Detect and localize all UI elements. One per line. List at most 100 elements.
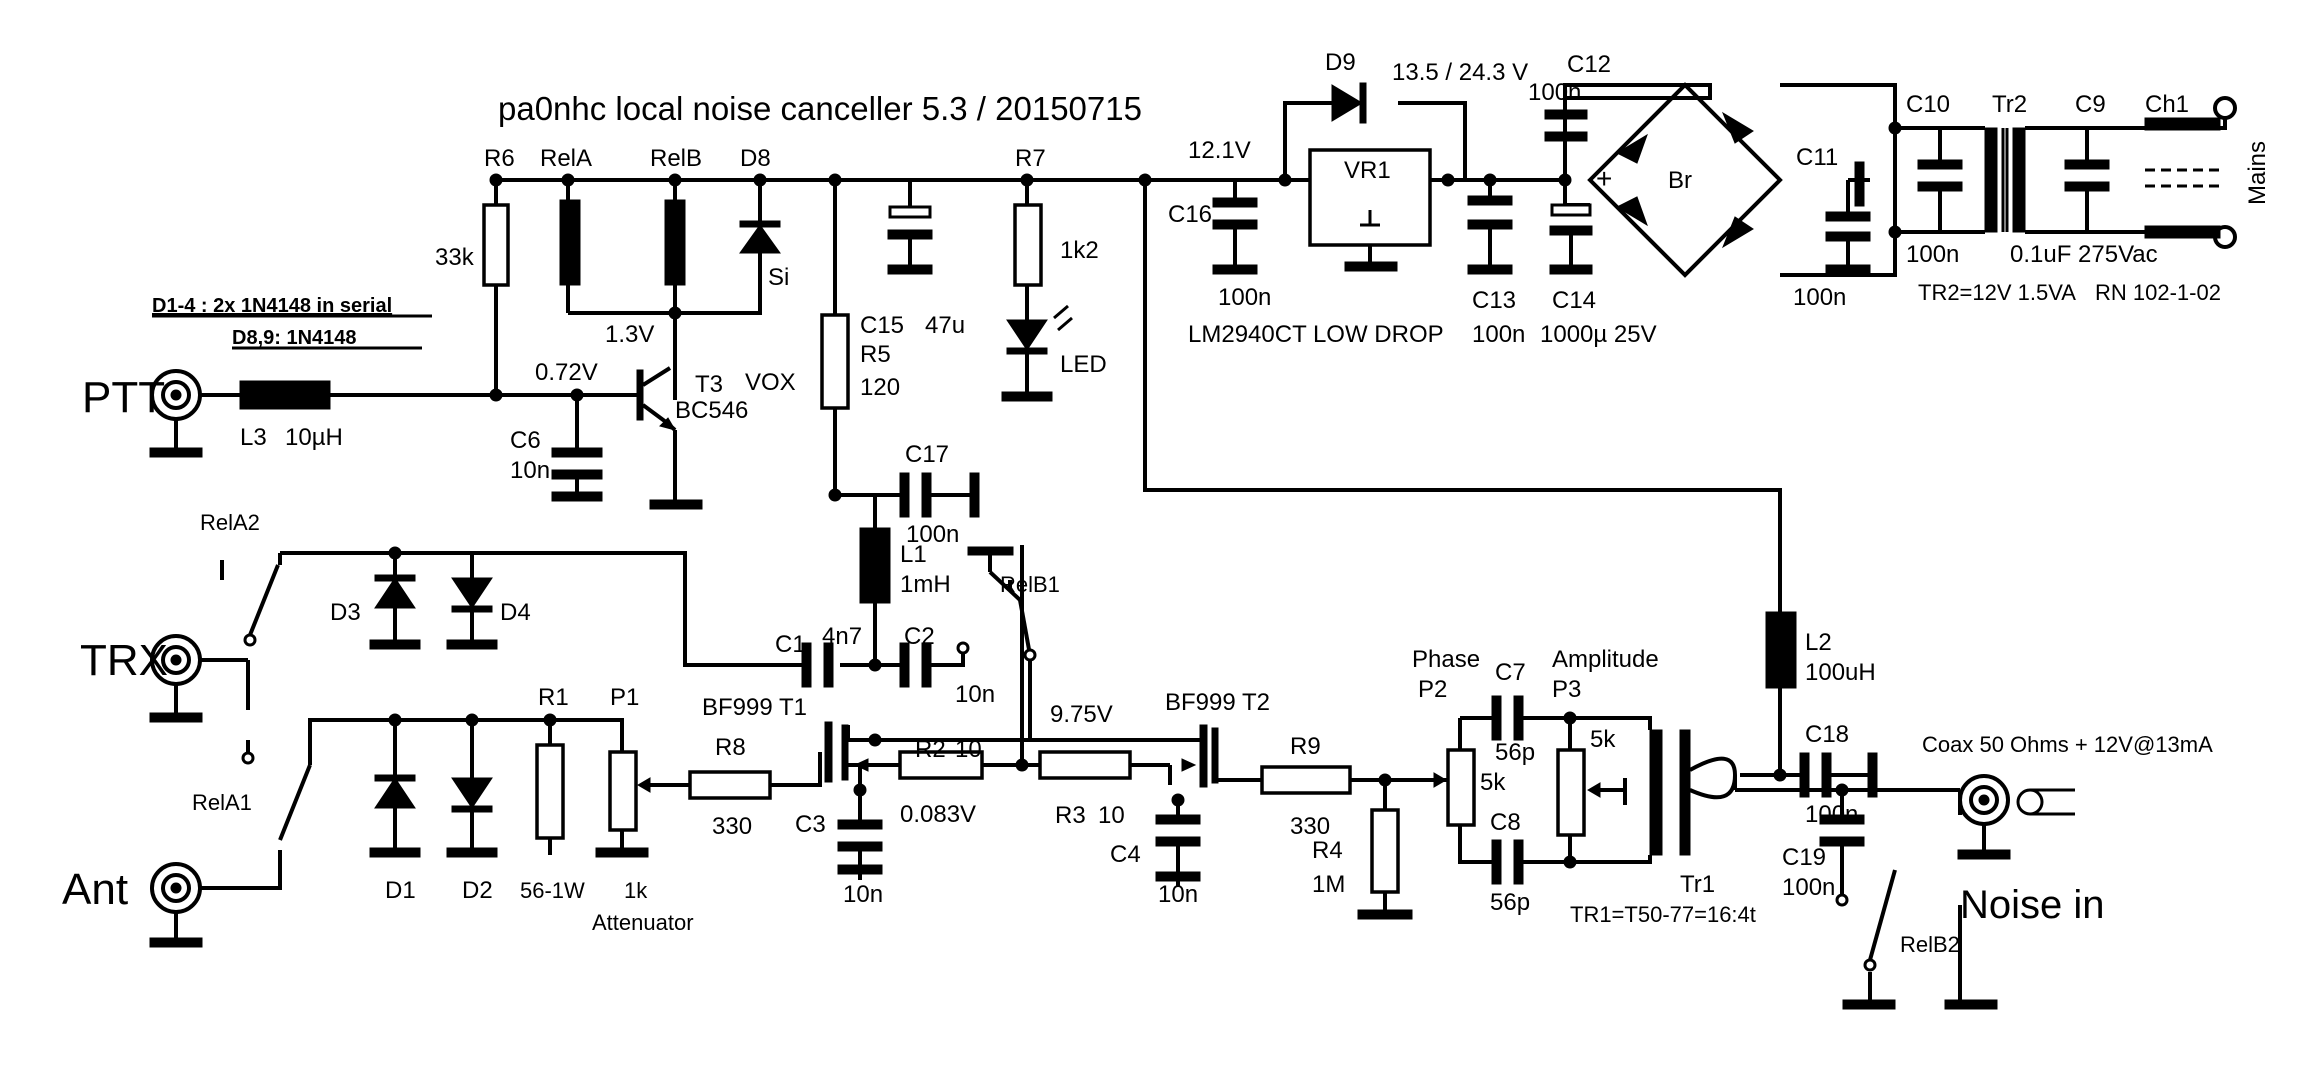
svg-text:C18: C18 xyxy=(1805,721,1849,748)
svg-text:100n: 100n xyxy=(906,521,959,548)
svg-text:TR1=T50-77=16:4t: TR1=T50-77=16:4t xyxy=(1570,902,1756,927)
resistor-r8: R8 330 xyxy=(688,734,772,840)
svg-text:C9: C9 xyxy=(2075,91,2106,118)
svg-text:R7: R7 xyxy=(1015,145,1046,172)
connector-noise-in[interactable]: Noise in xyxy=(1957,774,2105,927)
svg-text:RN 102-1-02: RN 102-1-02 xyxy=(2095,280,2221,305)
svg-text:56-1W: 56-1W xyxy=(520,878,585,903)
diode-d3: D3 xyxy=(330,574,421,650)
svg-text:LM2940CT LOW DROP: LM2940CT LOW DROP xyxy=(1188,321,1444,348)
svg-text:D9: D9 xyxy=(1325,49,1356,76)
potentiometer-p1[interactable]: P1 1k Attenuator xyxy=(592,684,694,935)
svg-text:12.1V: 12.1V xyxy=(1188,137,1251,164)
svg-text:D8: D8 xyxy=(740,145,771,172)
svg-text:RelA2: RelA2 xyxy=(200,510,260,535)
svg-text:TR2=12V 1.5VA: TR2=12V 1.5VA xyxy=(1918,280,2076,305)
choke-ch1: Ch1 RN 102-1-02 xyxy=(2095,91,2225,305)
svg-text:5k: 5k xyxy=(1480,769,1506,796)
svg-text:R4: R4 xyxy=(1312,837,1343,864)
relay-contact-relb1: RelB1 xyxy=(967,546,1060,662)
svg-text:C2: C2 xyxy=(904,623,935,650)
diode-d9: D9 13.5 / 24.3 V xyxy=(1325,49,1528,124)
capacitor-c12: C12 100n xyxy=(1528,51,1611,180)
diode-d4: D4 xyxy=(446,577,531,650)
resistor-r1: R1 56-1W xyxy=(520,684,585,903)
bridge-rectifier: Br + xyxy=(1587,82,1783,278)
svg-text:R2: R2 xyxy=(915,736,946,763)
svg-text:C3: C3 xyxy=(795,811,826,838)
voltage-regulator-vr1: VR1 LM2940CT LOW DROP xyxy=(1188,148,1444,348)
capacitor-c8: C8 56p xyxy=(1490,809,1535,916)
capacitor-c15: C15 47u xyxy=(860,205,965,339)
resistor-r3: R3 10 xyxy=(1038,750,1132,829)
capacitor-c1: C1 4n7 xyxy=(775,623,862,688)
svg-text:C16: C16 xyxy=(1168,201,1212,228)
svg-text:+: + xyxy=(1596,163,1612,194)
svg-text:4n7: 4n7 xyxy=(822,623,862,650)
transistor-t3: T3 BC546 VOX xyxy=(636,366,796,431)
relay-contact-rela1: RelA1 xyxy=(192,751,312,841)
svg-text:13.5 / 24.3 V: 13.5 / 24.3 V xyxy=(1392,59,1528,86)
svg-text:RelB2: RelB2 xyxy=(1900,932,1960,957)
connector-noise-in-label: Noise in xyxy=(1960,883,2105,927)
ground-symbols xyxy=(649,499,1998,1010)
potentiometer-p3[interactable]: Amplitude P3 5k xyxy=(1552,646,1659,837)
capacitor-c16: C16 100n xyxy=(1168,197,1271,311)
svg-text:100n: 100n xyxy=(1906,241,1959,268)
diodes-note-2: D8,9: 1N4148 xyxy=(232,327,357,349)
svg-text:1k2: 1k2 xyxy=(1060,237,1099,264)
svg-text:BF999 T1: BF999 T1 xyxy=(702,694,807,721)
svg-text:BC546: BC546 xyxy=(675,397,748,424)
transistor-t2: BF999 T2 xyxy=(1165,689,1270,788)
svg-text:D4: D4 xyxy=(500,599,531,626)
svg-text:1M: 1M xyxy=(1312,871,1345,898)
resistor-r6: R6 33k xyxy=(435,145,515,287)
diode-d1: D1 xyxy=(369,745,421,904)
relay-contact-rela2: RelA2 xyxy=(200,510,280,647)
capacitor-c19: C19 100n xyxy=(1782,814,1865,907)
svg-text:330: 330 xyxy=(1290,813,1330,840)
connector-ptt-label: PTT xyxy=(82,373,165,422)
svg-text:C19: C19 xyxy=(1782,844,1826,871)
connector-mains[interactable]: Mains xyxy=(2213,96,2271,249)
connector-ptt[interactable]: PTT xyxy=(82,369,203,458)
svg-text:Amplitude: Amplitude xyxy=(1552,646,1659,673)
svg-text:R3: R3 xyxy=(1055,802,1086,829)
svg-text:C13: C13 xyxy=(1472,287,1516,314)
svg-text:P3: P3 xyxy=(1552,676,1581,703)
svg-text:L2: L2 xyxy=(1805,629,1832,656)
svg-text:47u: 47u xyxy=(925,312,965,339)
svg-text:9.75V: 9.75V xyxy=(1050,701,1113,728)
svg-text:56p: 56p xyxy=(1490,889,1530,916)
connector-ant[interactable]: Ant xyxy=(62,862,203,948)
connector-trx[interactable]: TRX xyxy=(80,634,203,723)
svg-text:1mH: 1mH xyxy=(900,571,951,598)
capacitor-c18: C18 100n xyxy=(1799,721,1878,828)
capacitor-c3: C3 10n xyxy=(795,790,883,908)
svg-text:LED: LED xyxy=(1060,351,1107,378)
svg-text:10: 10 xyxy=(955,736,982,763)
svg-text:10n: 10n xyxy=(1158,881,1198,908)
svg-text:D3: D3 xyxy=(330,599,361,626)
svg-text:C17: C17 xyxy=(905,441,949,468)
svg-text:D1: D1 xyxy=(385,877,416,904)
svg-text:VR1: VR1 xyxy=(1344,157,1391,184)
svg-text:T3: T3 xyxy=(695,371,723,398)
connector-ant-label: Ant xyxy=(62,865,128,914)
svg-text:RelB1: RelB1 xyxy=(1000,572,1060,597)
transformer-tr1: Tr1 TR1=T50-77=16:4t xyxy=(1570,729,1756,927)
svg-text:Tr2: Tr2 xyxy=(1992,91,2027,118)
svg-text:Br: Br xyxy=(1668,167,1692,194)
resistor-r4: R4 1M xyxy=(1312,808,1413,920)
diode-d2: D2 xyxy=(446,745,498,904)
svg-text:100n: 100n xyxy=(1218,284,1271,311)
inductor-l1: L1 1mH xyxy=(859,527,951,604)
capacitor-c14: C14 1000µ 25V xyxy=(1540,203,1657,348)
potentiometer-p2[interactable]: Phase P2 5k xyxy=(1412,646,1506,827)
capacitor-c7: C7 56p xyxy=(1491,659,1535,766)
svg-text:VOX: VOX xyxy=(745,369,796,396)
coax-note: Coax 50 Ohms + 12V@13mA xyxy=(1922,732,2213,757)
svg-text:R9: R9 xyxy=(1290,733,1321,760)
relay-relb-coil: RelB xyxy=(650,145,702,286)
